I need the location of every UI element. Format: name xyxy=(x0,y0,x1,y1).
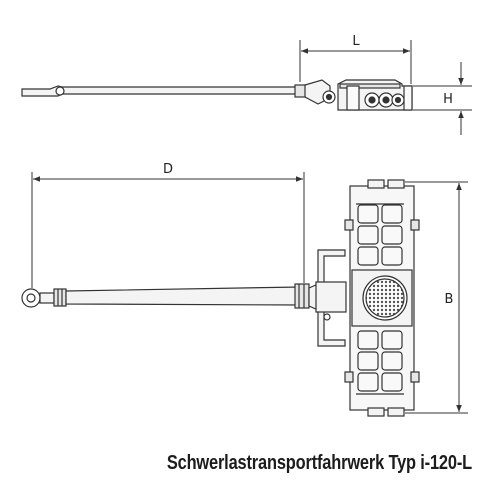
center-plate xyxy=(351,269,413,327)
dimension-L xyxy=(299,40,412,84)
side-drawbar xyxy=(21,84,310,98)
top-coupling xyxy=(308,249,347,347)
top-drawbar xyxy=(21,283,310,309)
dimension-B xyxy=(405,181,468,414)
dimension-H xyxy=(413,62,472,135)
side-rollers xyxy=(364,92,405,108)
dimension-label-B: B xyxy=(445,292,454,307)
side-hitch xyxy=(304,79,336,105)
dimension-label-H: H xyxy=(443,92,453,107)
top-roller-group xyxy=(356,203,404,266)
top-view xyxy=(21,179,420,417)
dimension-D xyxy=(31,172,305,288)
side-view xyxy=(21,79,413,111)
dimension-label-D: D xyxy=(163,162,173,177)
product-caption: Schwerlastransportfahrwerk Typ i-120-L xyxy=(166,452,473,474)
dimension-label-L: L xyxy=(352,34,360,49)
bottom-roller-group xyxy=(356,330,404,395)
